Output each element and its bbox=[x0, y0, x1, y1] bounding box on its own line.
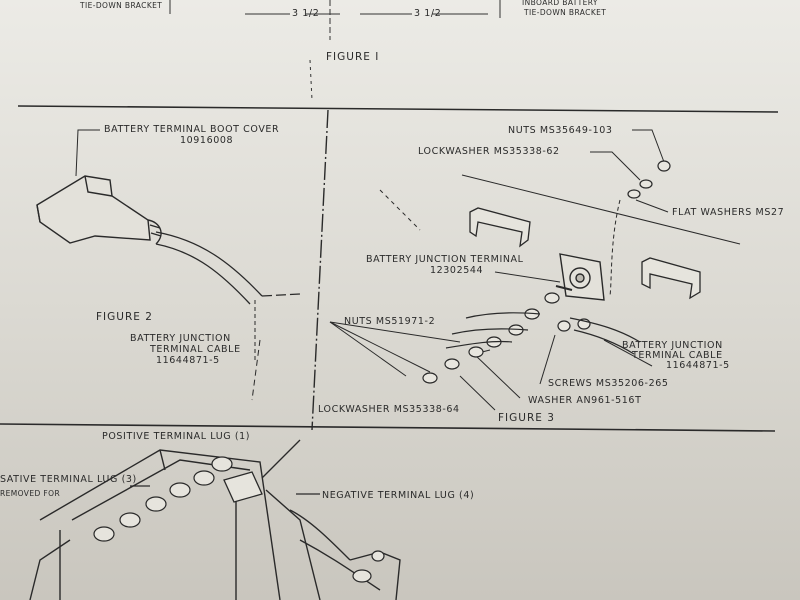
figure1-caption: FIGURE I bbox=[326, 51, 380, 63]
figure2-caption: FIGURE 2 bbox=[96, 311, 153, 323]
figure2-boot-cover bbox=[36, 129, 162, 245]
fig3-nuts-top-label: NUTS MS35649-103 bbox=[508, 125, 613, 136]
fig3-junction-terminal-part: 12302544 bbox=[430, 265, 484, 276]
figure4-battery bbox=[29, 449, 401, 600]
fig2-cable-part: 11644871-5 bbox=[156, 355, 220, 366]
figure2-cable bbox=[155, 231, 301, 401]
figure3-washers-nuts bbox=[422, 160, 671, 384]
figure3-junction-terminal bbox=[555, 253, 605, 301]
fig3-screws-label: SCREWS MS35206-265 bbox=[548, 378, 669, 389]
fig3-flat-washers-label: FLAT WASHERS MS27 bbox=[672, 207, 785, 218]
fig2-cable-label-line2: TERMINAL CABLE bbox=[150, 344, 241, 355]
figure4-terminal-lugs bbox=[130, 439, 320, 503]
figure3-cable-ends bbox=[445, 312, 641, 355]
fig3-cable-label-line1: BATTERY JUNCTION bbox=[622, 340, 723, 351]
fig2-boot-cover-label: BATTERY TERMINAL BOOT COVER bbox=[104, 124, 280, 135]
fig3-cable-part: 11644871-5 bbox=[666, 360, 730, 371]
figure3-brackets bbox=[469, 207, 701, 300]
fig3-washer-label: WASHER AN961-516T bbox=[528, 395, 642, 406]
fig4-negative-lug-3-label: SATIVE TERMINAL LUG (3) bbox=[0, 474, 137, 485]
figure3-caption: FIGURE 3 bbox=[498, 412, 555, 424]
fig3-nuts-left-label: NUTS MS51971-2 bbox=[344, 316, 436, 327]
figure-divider-lines bbox=[0, 105, 779, 432]
fig1-inboard-label-line2: TIE-DOWN BRACKET bbox=[524, 8, 607, 17]
fig2-cable-label-line1: BATTERY JUNCTION bbox=[130, 333, 231, 344]
fig4-removed-note: REMOVED FOR bbox=[0, 489, 61, 498]
fig4-positive-lug-label: POSITIVE TERMINAL LUG (1) bbox=[102, 431, 251, 442]
fig1-dimension-left: 3 1/2 bbox=[292, 8, 320, 19]
fig3-lockwasher-top-label: LOCKWASHER MS35338-62 bbox=[418, 146, 560, 157]
fig1-inboard-label-line1: INBOARD BATTERY bbox=[522, 0, 598, 7]
fig4-negative-lug-4-label: NEGATIVE TERMINAL LUG (4) bbox=[322, 490, 475, 501]
fig3-lockwasher-bottom-label: LOCKWASHER MS35338-64 bbox=[318, 404, 460, 415]
fig3-cable-label-line2: TERMINAL CABLE bbox=[632, 350, 723, 361]
figure4-battery-caps bbox=[93, 456, 385, 583]
fig1-dimension-right: 3 1/2 bbox=[414, 8, 442, 19]
figure1-dimension-lines bbox=[169, 0, 501, 101]
figure3-leader-lines bbox=[329, 129, 741, 411]
fig1-tiedown-bracket-label: TIE-DOWN BRACKET bbox=[80, 1, 163, 10]
fig2-boot-cover-part: 10916008 bbox=[180, 135, 234, 146]
fig3-junction-terminal-label: BATTERY JUNCTION TERMINAL bbox=[366, 254, 524, 265]
